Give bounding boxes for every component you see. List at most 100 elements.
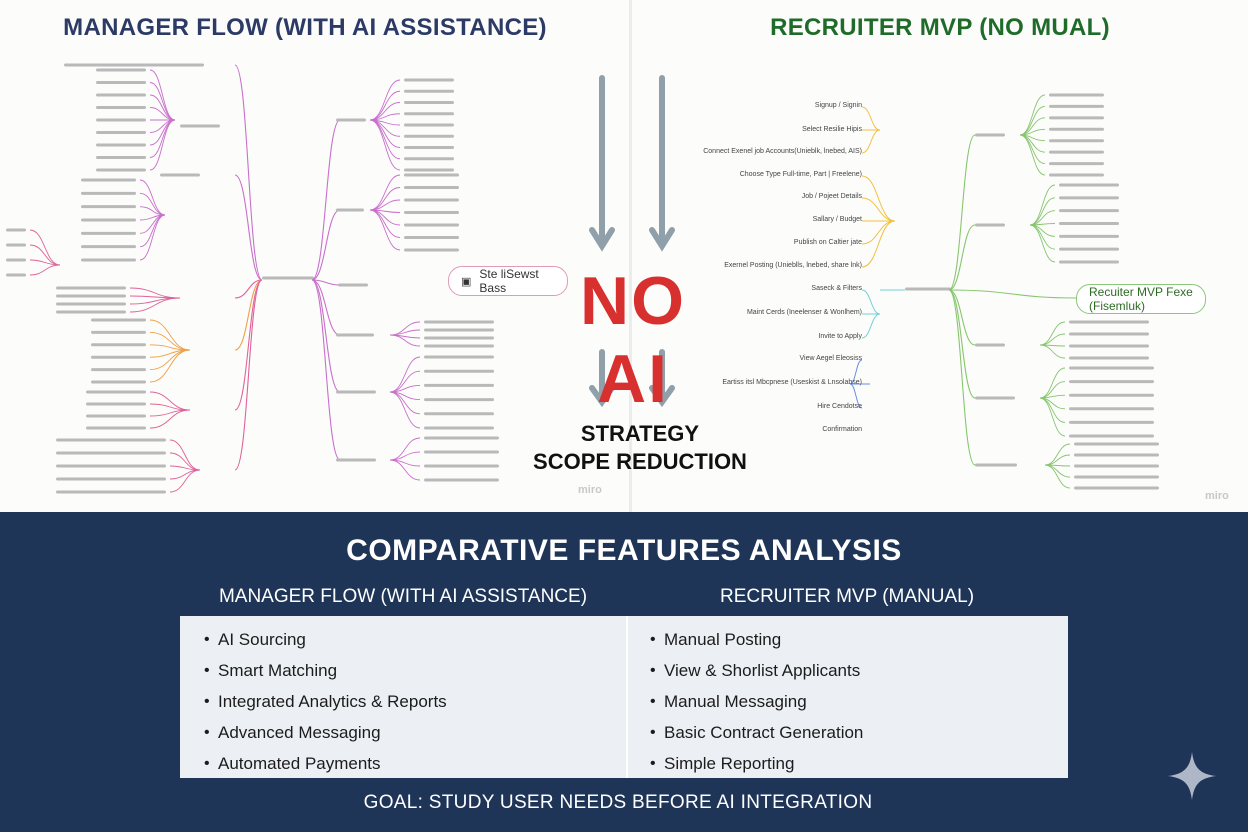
mindmap-branch	[948, 289, 976, 399]
mindmap-branch	[311, 279, 341, 336]
recruiter-flow-step: Signup / Signin	[814, 102, 862, 109]
mindmap-node-text	[86, 426, 146, 430]
mindmap-node-text	[81, 245, 136, 249]
mindmap-branch	[234, 279, 263, 299]
mindmap-node-text	[1069, 380, 1154, 384]
mindmap-branch	[234, 174, 263, 281]
mindmap-node-text	[91, 355, 146, 359]
mindmap-node-text	[1069, 393, 1154, 397]
recruiter-feature-item: •Basic Contract Generation	[628, 717, 1068, 748]
mindmap-node-text	[1049, 127, 1104, 131]
mindmap-node-text	[6, 273, 26, 277]
four-point-star-icon	[1168, 752, 1216, 800]
mindmap-node-text	[404, 89, 454, 93]
mindmap-node-text	[424, 478, 499, 482]
mindmap-branch	[139, 214, 166, 261]
mindmap-branch	[1039, 367, 1066, 399]
mindmap-node-text	[336, 333, 374, 337]
mindmap-node-text	[404, 211, 459, 214]
mindmap-node-text	[81, 191, 136, 195]
mindmap-node-text	[96, 131, 146, 134]
mindmap-node-text	[975, 133, 1005, 137]
mindmap-node-text	[1059, 247, 1119, 251]
recruiter-feature-label: Manual Messaging	[664, 691, 807, 711]
recruiter-flow-step: View Aegel Eleosiss	[799, 355, 862, 362]
recruiter-feature-item: •Manual Messaging	[628, 686, 1068, 717]
mindmap-node-text	[81, 258, 136, 262]
mindmap-branch	[29, 264, 61, 276]
recruiter-flow-step: Eartiss itsl Mbcpnese (Useskist & Lnsola…	[722, 379, 862, 386]
mindmap-branch	[948, 289, 976, 466]
strategy-line-1: STRATEGY	[580, 421, 700, 446]
no-ai-label: NO AI	[580, 263, 686, 417]
mindmap-branch	[369, 119, 401, 171]
mindmap-node-text	[56, 438, 166, 442]
mindmap-branch	[369, 119, 401, 148]
manager-feature-label: Advanced Messaging	[218, 722, 381, 742]
mindmap-branch	[369, 187, 401, 211]
manager-feature-item: •Advanced Messaging	[180, 717, 625, 748]
mindmap-node-text	[424, 450, 499, 454]
recruiter-flow-step: Job / Pojeet Details	[801, 193, 862, 200]
bullet-icon: •	[204, 661, 210, 679]
bullet-icon: •	[650, 723, 656, 741]
manager-feature-list: •AI Sourcing•Smart Matching•Integrated A…	[180, 616, 625, 778]
mindmap-node-text	[1059, 222, 1119, 225]
recruiter-center-chip[interactable]: Recuiter MVP Fexe (Fisemluk)	[1076, 284, 1206, 314]
mindmap-node-text	[56, 490, 166, 494]
mindmap-branch	[948, 289, 1077, 299]
manager-feature-label: Integrated Analytics & Reports	[218, 691, 447, 711]
mindmap-node-text	[404, 198, 459, 202]
recruiter-flow-step: Saseck & Filters	[811, 285, 862, 292]
mindmap-branch	[311, 279, 341, 286]
recruiter-feature-label: Simple Reporting	[664, 753, 795, 773]
mindmap-node-text	[424, 336, 494, 340]
mindmap-branch	[369, 209, 401, 238]
mindmap-node-text	[1049, 93, 1104, 97]
mindmap-branch	[129, 295, 181, 299]
mindmap-node-text	[424, 436, 499, 440]
mindmap-node-text	[905, 287, 951, 291]
mindmap-node-text	[1059, 183, 1119, 187]
mindmap-node-text	[404, 123, 454, 127]
comparison-table: •AI Sourcing•Smart Matching•Integrated A…	[180, 616, 1068, 778]
mindmap-node-text	[424, 344, 494, 348]
mindmap-node-text	[1069, 420, 1154, 424]
mindmap-branch	[169, 465, 201, 471]
mindmap-node-text	[1049, 150, 1104, 154]
mindmap-node-text	[1049, 139, 1104, 143]
mindmap-branch	[149, 94, 176, 121]
mindmap-branch	[861, 313, 881, 339]
manager-center-chip[interactable]: ▣ Ste liSewst Bass	[448, 266, 568, 296]
mindmap-branch	[1019, 134, 1046, 165]
recruiter-flow-step: Connect Exenel job Accounts(Unieblk, lne…	[703, 148, 862, 155]
bullet-icon: •	[204, 630, 210, 648]
mindmap-node-text	[81, 231, 136, 235]
mindmap-branch	[169, 439, 201, 471]
mindmap-branch	[234, 279, 263, 471]
mindmap-node-text	[81, 205, 136, 209]
mindmap-node-text	[1059, 260, 1119, 264]
mindmap-node-text	[424, 320, 494, 324]
recruiter-feature-label: Manual Posting	[664, 629, 782, 649]
mindmap-branch	[149, 319, 191, 351]
mindmap-node-text	[56, 451, 166, 455]
mindmap-branch	[861, 220, 896, 268]
mindmap-node-text	[96, 118, 146, 122]
mindmap-node-text	[81, 178, 136, 182]
mindmap-node-text	[56, 310, 126, 314]
recruiter-flow-step: Confirmation	[822, 426, 862, 433]
arrow-head-icon	[649, 385, 675, 408]
manager-feature-label: Smart Matching	[218, 660, 338, 680]
miro-watermark: miro	[578, 484, 602, 496]
mindmap-node-text	[404, 78, 454, 82]
mindmap-node-text	[86, 390, 146, 394]
manager-feature-label: Automated Payments	[218, 753, 381, 773]
strategy-line-2: SCOPE REDUCTION	[533, 449, 747, 474]
mindmap-node-text	[424, 355, 494, 359]
mindmap-node-text	[404, 186, 459, 189]
mindmap-node-text	[56, 477, 166, 481]
mindmap-node-text	[96, 93, 146, 97]
mindmap-node-text	[975, 343, 1005, 347]
mindmap-node-text	[404, 173, 459, 177]
